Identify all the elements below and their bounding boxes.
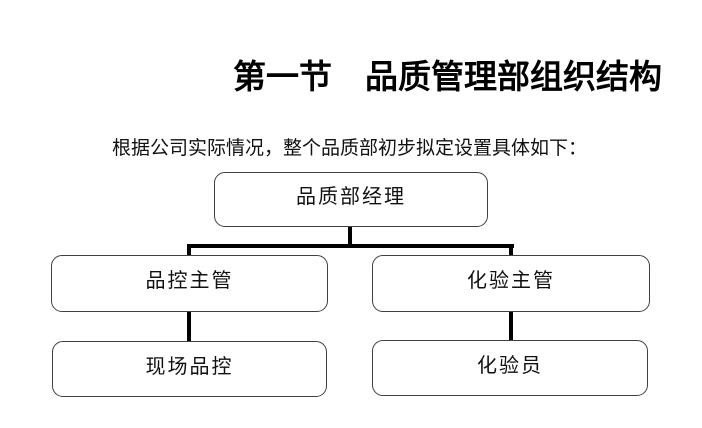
connector-drop-left: [187, 246, 191, 257]
org-box-lab-tester-label: 化验员: [477, 354, 543, 377]
intro-paragraph: 根据公司实际情况，整个品质部初步拟定设置具体如下：: [112, 138, 588, 159]
connector-right-to-bottom: [509, 311, 513, 342]
section-heading: 第一节 品质管理部组织结构: [233, 60, 662, 96]
org-box-lab-supervisor: 化验主管: [372, 255, 650, 312]
org-box-lab-tester: 化验员: [372, 340, 648, 396]
org-box-qc-supervisor: 品控主管: [51, 255, 328, 312]
connector-horizontal-bar: [187, 244, 514, 248]
org-box-qc-supervisor-label: 品控主管: [145, 270, 234, 292]
connector-root-stem: [348, 227, 352, 246]
org-box-manager-label: 品质部经理: [296, 186, 406, 208]
org-box-onsite-qc: 现场品控: [52, 341, 327, 397]
org-box-manager: 品质部经理: [214, 172, 488, 227]
org-box-lab-supervisor-label: 化验主管: [467, 270, 555, 292]
connector-left-to-bottom: [187, 311, 191, 342]
org-box-onsite-qc-label: 现场品控: [145, 355, 234, 378]
connector-drop-right: [509, 246, 513, 257]
